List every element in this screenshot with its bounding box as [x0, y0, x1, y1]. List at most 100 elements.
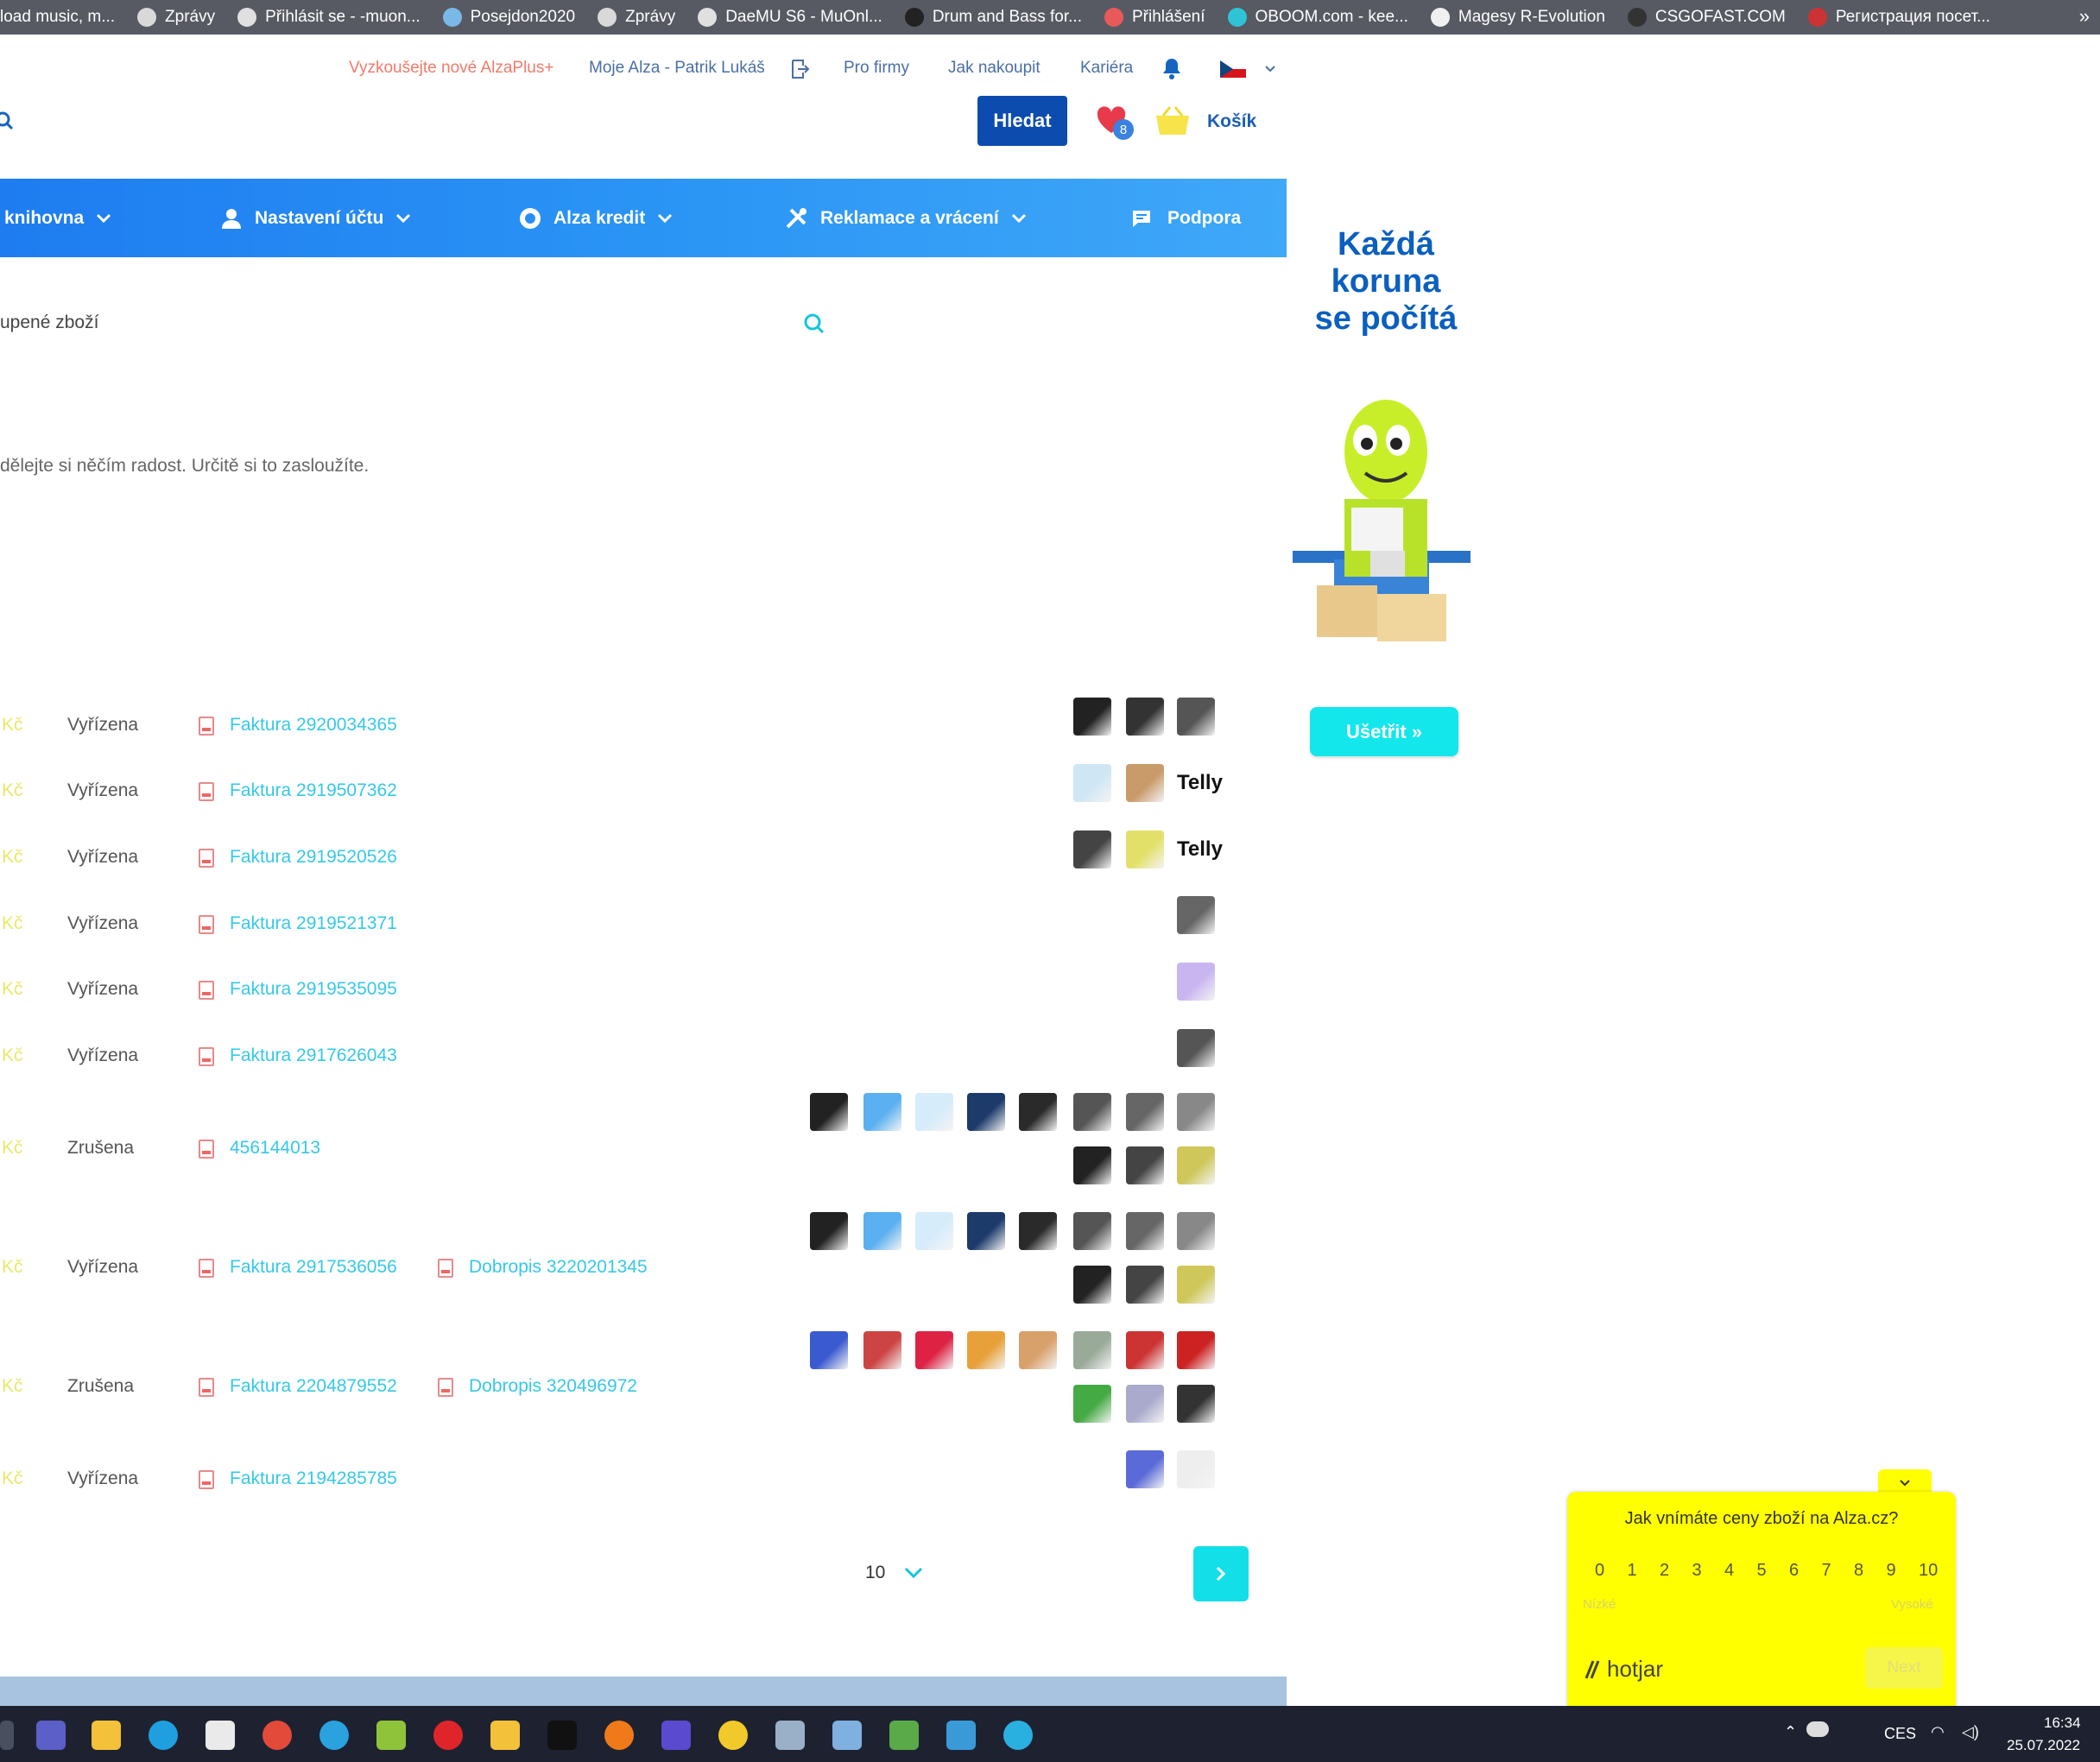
product-thumbnail[interactable]	[1073, 1331, 1111, 1369]
product-thumbnail[interactable]	[1177, 896, 1215, 934]
survey-scale-option[interactable]: 0	[1595, 1561, 1605, 1580]
cart-link[interactable]: Košík	[1207, 111, 1257, 131]
edge-icon[interactable]	[149, 1721, 178, 1750]
product-thumbnail[interactable]	[1126, 764, 1164, 802]
search-icon[interactable]	[0, 111, 14, 134]
cart-icon[interactable]	[1154, 104, 1191, 142]
app-icon-3[interactable]	[889, 1721, 919, 1750]
bookmark-item[interactable]: OBOOM.com - kee...	[1227, 8, 1408, 27]
search-button[interactable]: Hledat	[977, 96, 1067, 146]
product-thumbnail[interactable]	[863, 1093, 901, 1131]
bookmark-item[interactable]: Přihlášení	[1104, 8, 1205, 27]
product-thumbnail[interactable]	[810, 1212, 848, 1250]
bookmark-item[interactable]: Zprávy	[598, 8, 675, 27]
firefox-icon[interactable]	[604, 1721, 634, 1750]
product-thumbnail[interactable]	[1126, 1450, 1164, 1488]
chevron-down-icon[interactable]	[903, 1566, 924, 1584]
product-thumbnail[interactable]	[1073, 1212, 1111, 1250]
product-thumbnail[interactable]	[863, 1212, 901, 1250]
product-thumbnail[interactable]	[1126, 1266, 1164, 1304]
store-icon[interactable]	[206, 1721, 235, 1750]
invoice-link[interactable]: Faktura 2194285785	[230, 1468, 397, 1488]
nav-support[interactable]: Podpora	[1131, 179, 1241, 257]
bookmarks-more-button[interactable]: »	[2078, 5, 2090, 27]
bookmark-item[interactable]: CSGOFAST.COM	[1627, 8, 1786, 27]
product-thumbnail[interactable]	[1177, 698, 1215, 736]
product-thumbnail[interactable]	[1177, 1146, 1215, 1184]
invoice-link[interactable]: Faktura 2917626043	[230, 1045, 397, 1065]
save-promo-button[interactable]: Ušetřit »	[1310, 707, 1458, 756]
task-view-icon[interactable]	[0, 1721, 14, 1750]
app-icon-4[interactable]	[946, 1721, 976, 1750]
next-page-button[interactable]	[1193, 1546, 1249, 1601]
invoice-link[interactable]: Faktura 2920034365	[230, 715, 397, 735]
product-thumbnail[interactable]	[1073, 1266, 1111, 1304]
bookmark-item[interactable]: Magesy R-Evolution	[1430, 8, 1605, 27]
invoice-link[interactable]: Faktura 2919507362	[230, 780, 397, 800]
filter-field[interactable]: upené zboží	[0, 313, 99, 332]
product-thumbnail[interactable]	[1073, 764, 1111, 802]
product-thumbnail[interactable]	[1177, 1029, 1215, 1067]
file-explorer-icon[interactable]	[92, 1721, 121, 1750]
product-thumbnail[interactable]	[967, 1212, 1005, 1250]
bookmark-item[interactable]: Přihlásit se - -muon...	[237, 8, 421, 27]
product-thumbnail[interactable]	[1177, 963, 1215, 1001]
filter-search-icon[interactable]	[803, 313, 825, 339]
product-thumbnail[interactable]	[810, 1093, 848, 1131]
product-thumbnail[interactable]	[1126, 830, 1164, 868]
page-size-select[interactable]: 10	[865, 1563, 886, 1582]
product-thumbnail[interactable]	[1177, 1385, 1215, 1423]
how-to-buy-link[interactable]: Jak nakoupit	[948, 59, 1041, 77]
tray-chevron-up-icon[interactable]: ⌃	[1784, 1723, 1798, 1740]
clock-time[interactable]: 16:34	[2044, 1715, 2081, 1731]
czech-flag-icon[interactable]	[1220, 60, 1246, 82]
survey-scale-option[interactable]: 10	[1919, 1561, 1939, 1580]
survey-scale-option[interactable]: 9	[1886, 1561, 1896, 1580]
terminal-icon[interactable]	[547, 1721, 577, 1750]
career-link[interactable]: Kariéra	[1080, 59, 1134, 77]
product-thumbnail[interactable]	[915, 1212, 953, 1250]
survey-scale-option[interactable]: 6	[1789, 1561, 1800, 1580]
telly-product-thumbnail[interactable]: Telly	[1177, 771, 1223, 794]
bookmark-item[interactable]: Zprávy	[137, 8, 215, 27]
language-indicator[interactable]: CES	[1884, 1725, 1917, 1742]
app-icon-5[interactable]	[1003, 1721, 1033, 1750]
product-thumbnail[interactable]	[915, 1093, 953, 1131]
search-app-icon[interactable]	[718, 1721, 748, 1750]
telly-product-thumbnail[interactable]: Telly	[1177, 837, 1223, 861]
product-thumbnail[interactable]	[1177, 1212, 1215, 1250]
app-icon-2[interactable]	[661, 1721, 691, 1750]
nav-library[interactable]: knihovna	[4, 179, 113, 257]
telegram-icon[interactable]	[319, 1721, 349, 1750]
product-thumbnail[interactable]	[1177, 1450, 1215, 1488]
bookmark-item[interactable]: Posejdon2020	[442, 8, 575, 27]
product-thumbnail[interactable]	[1177, 1266, 1215, 1304]
product-thumbnail[interactable]	[967, 1331, 1005, 1369]
product-thumbnail[interactable]	[1126, 1146, 1164, 1184]
invoice-link[interactable]: Faktura 2204879552	[230, 1376, 397, 1396]
survey-scale-option[interactable]: 8	[1854, 1561, 1864, 1580]
bookmark-item[interactable]: DaeMU S6 - MuOnl...	[698, 8, 882, 27]
invoice-link[interactable]: Faktura 2919535095	[230, 979, 397, 999]
product-thumbnail[interactable]	[1073, 830, 1111, 868]
product-thumbnail[interactable]	[1177, 1331, 1215, 1369]
product-thumbnail[interactable]	[1073, 1385, 1111, 1423]
logout-icon[interactable]	[791, 59, 810, 84]
survey-next-button[interactable]: Next	[1865, 1647, 1943, 1689]
credit-note-link[interactable]: Dobropis 3220201345	[469, 1257, 648, 1277]
folder-icon[interactable]	[490, 1721, 520, 1750]
onedrive-icon[interactable]	[1806, 1721, 1829, 1737]
product-thumbnail[interactable]	[967, 1093, 1005, 1131]
volume-icon[interactable]: ◁)	[1962, 1723, 1979, 1740]
product-thumbnail[interactable]	[810, 1331, 848, 1369]
product-thumbnail[interactable]	[1073, 1146, 1111, 1184]
invoice-link[interactable]: Faktura 2919520526	[230, 847, 397, 867]
product-thumbnail[interactable]	[915, 1331, 953, 1369]
product-thumbnail[interactable]	[1126, 1212, 1164, 1250]
my-alza-link[interactable]: Moje Alza - Patrik Lukáš	[589, 59, 765, 77]
survey-scale-option[interactable]: 3	[1692, 1561, 1702, 1580]
chevron-down-icon[interactable]	[1264, 62, 1276, 78]
business-link[interactable]: Pro firmy	[844, 59, 909, 77]
invoice-link[interactable]: Faktura 2919521371	[230, 913, 397, 933]
product-thumbnail[interactable]	[1126, 1385, 1164, 1423]
